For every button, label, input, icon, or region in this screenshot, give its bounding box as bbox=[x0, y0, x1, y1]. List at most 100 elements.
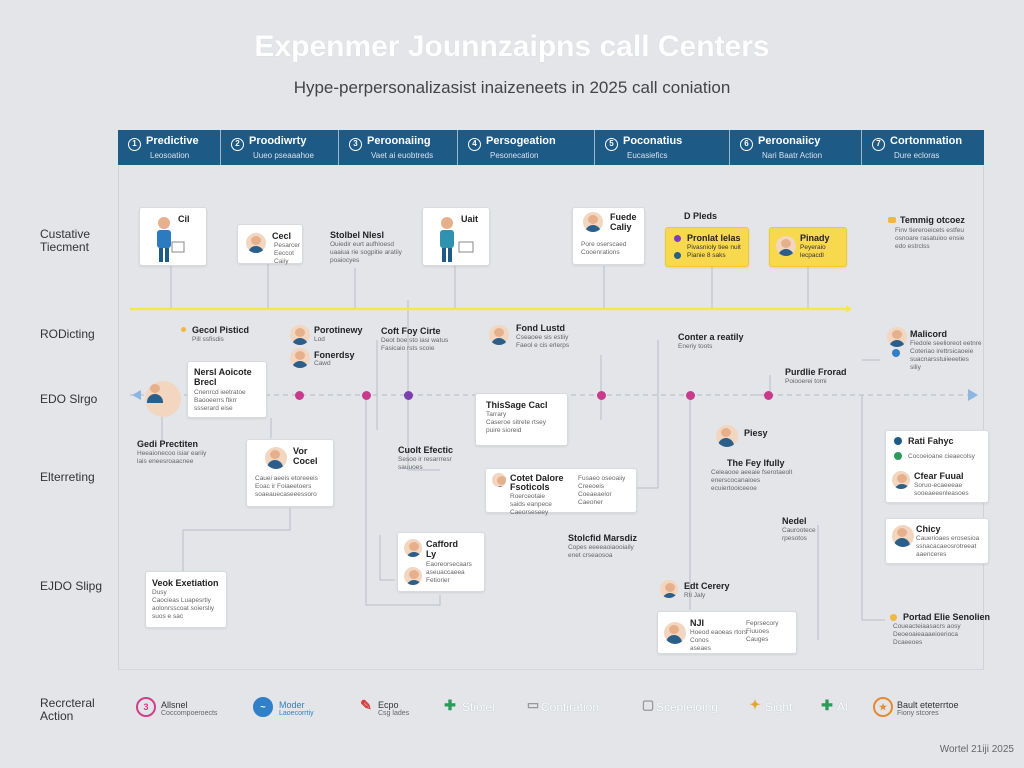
timeline-dot[interactable] bbox=[764, 391, 773, 400]
card-title: Fuede Caliy bbox=[610, 212, 637, 232]
action-item-8[interactable]: ✚ Al bbox=[817, 697, 862, 719]
timeline-dot[interactable] bbox=[404, 391, 413, 400]
action-item-9[interactable]: ★ Bault eteterrtoe Fiony stcores bbox=[873, 697, 983, 719]
card-this-stage[interactable]: ThisSage Cacl Tarrary Caseroe sitrete rt… bbox=[475, 393, 568, 446]
note-text: Rti Jaly bbox=[684, 592, 706, 599]
card-agent-1[interactable]: Cil bbox=[139, 207, 207, 266]
card-title: Cfear Fuual bbox=[914, 471, 964, 481]
card-title: ThisSage Cacl bbox=[486, 400, 548, 410]
phase-label: Peroonaiicy bbox=[758, 135, 821, 147]
row-label: EJDO Slipg bbox=[40, 579, 103, 593]
avatar bbox=[404, 567, 422, 585]
card-text: Peyeraio lecpacdl bbox=[800, 244, 826, 259]
card-fuede[interactable]: Fuede Caliy Pore oserscaed Cooenrations bbox=[572, 207, 645, 265]
card-rati-fahyc[interactable]: Rati Fahyc Cocoeioane cieaecolsy Cfear F… bbox=[885, 430, 989, 503]
card-veok-execution[interactable]: Veok Exetiation Dusy Caocieas Luapesrtiy… bbox=[145, 571, 227, 628]
leaf-icon: ✚ bbox=[444, 697, 456, 713]
phase-label: Predictive bbox=[146, 135, 199, 147]
note-text: Ceieaooe aeeaie fserotaeolt enerscocanai… bbox=[711, 469, 793, 492]
avatar bbox=[246, 233, 266, 253]
action-title: Contiration bbox=[541, 700, 600, 714]
note-text: Ouiedir eurt aufhloesd uaaiua rie sogpit… bbox=[330, 241, 402, 264]
action-title: Ecpo bbox=[378, 700, 399, 710]
timeline-dot[interactable] bbox=[295, 391, 304, 400]
action-sub: Fiony stcores bbox=[897, 710, 939, 717]
phase-1-icon: 1 bbox=[128, 138, 141, 151]
agent-illustration-icon bbox=[440, 217, 474, 262]
note-title: Gedi Prectiten bbox=[137, 439, 199, 449]
card-title: Vor Cocel bbox=[293, 446, 318, 466]
star-icon: ★ bbox=[873, 697, 893, 717]
action-title: Al bbox=[837, 700, 848, 714]
action-item-1[interactable]: 3 Allsnel Coccompoeroects bbox=[136, 697, 236, 719]
action-item-7[interactable]: ✦ Sight bbox=[745, 697, 805, 719]
action-title: Sight bbox=[765, 700, 793, 714]
note-text: Poiooerei tomi bbox=[785, 378, 827, 385]
card-title: Veok Exetiation bbox=[152, 578, 219, 588]
avatar bbox=[716, 425, 738, 447]
note-title: Stolbel Nlesl bbox=[330, 230, 385, 240]
card-nji[interactable]: NJI Hoeod eaoeas rtors Conos aseaes Fepr… bbox=[657, 611, 797, 654]
note-title: Coft Foy Cirte bbox=[381, 326, 441, 336]
page-title: Expenmer Jounnzaipns call Centers bbox=[254, 30, 770, 63]
sparkle-icon: ✦ bbox=[749, 697, 761, 712]
card-highlight-2[interactable]: Pinady Peyeraio lecpacdl bbox=[769, 227, 847, 267]
action-item-5[interactable]: ▭ Contiration bbox=[523, 697, 623, 719]
card-agent-2[interactable]: Uait bbox=[422, 207, 490, 266]
info-icon bbox=[894, 437, 902, 445]
card-text: Eaoreorsecaars aseuaccaeea Fetiorier bbox=[426, 561, 472, 584]
note-text: Sesoo ir resarrresr sauuoes bbox=[398, 456, 452, 471]
card-chicy[interactable]: Chicy Cauerioaes erosesioa ssnacacaeosro… bbox=[885, 518, 989, 564]
card-title: Pronlat lelas bbox=[687, 233, 741, 243]
action-item-4[interactable]: ✚ Stiolel bbox=[440, 697, 510, 719]
action-title: Scepleloing bbox=[656, 700, 719, 714]
timeline-dot[interactable] bbox=[362, 391, 371, 400]
phase-5-icon: 5 bbox=[605, 138, 618, 151]
note-title: Edt Cerery bbox=[684, 581, 730, 591]
chat-icon: ▭ bbox=[526, 697, 540, 712]
row-label: RODicting bbox=[40, 327, 95, 341]
note-title: Temmig otcoez bbox=[900, 215, 965, 225]
action-item-6[interactable]: ▢ Scepleloing bbox=[638, 697, 738, 719]
action-sub: Laoecorrtiy bbox=[279, 710, 314, 717]
phase-label: Cortonmation bbox=[890, 135, 963, 147]
card-text: Soruo-ecaeeeae sooeaeeenleasoes bbox=[914, 482, 969, 497]
card-highlight-1[interactable]: Pronlat lelas Pivasnioly tiee nuit Piani… bbox=[665, 227, 749, 267]
card-title: Rati Fahyc bbox=[908, 436, 954, 446]
card-neural-action[interactable]: Nersl Aoicote Brecl Cnenrcd ieetratoe Ba… bbox=[187, 361, 267, 418]
note-title: The Fey Ifully bbox=[727, 458, 785, 468]
note-text: Fiedole seelioreot eetnre Coteriao irett… bbox=[910, 340, 982, 371]
note-title: Cuolt Efectic bbox=[398, 445, 454, 455]
note-text: Lod bbox=[314, 336, 325, 343]
card-cafford[interactable]: Cafford Ly Eaoreorsecaars aseuaccaeea Fe… bbox=[397, 532, 485, 592]
note-text: Caurootece rpesotos bbox=[782, 527, 816, 542]
note-title: Fond Lustd bbox=[516, 323, 565, 333]
note-title: Purdlie Frorad bbox=[785, 367, 847, 377]
card-vor-cocel[interactable]: Vor Cocel Cauei aeeis etoreeeis Eoac ir … bbox=[246, 439, 334, 507]
note-text: Eneriy toots bbox=[678, 343, 713, 350]
note-text: Coueacteiaasacrs aosy Deoeoaieaaaeioerio… bbox=[893, 623, 961, 646]
action-item-3[interactable]: ✎ Ecpo Csg lades bbox=[356, 697, 426, 719]
note-title: D Pleds bbox=[684, 211, 718, 221]
card-cecl[interactable]: Cecl Pesarcer Eeccot Caiiy bbox=[237, 224, 303, 265]
phase-sub: Nari Baatr Action bbox=[762, 151, 823, 160]
timeline-dot[interactable] bbox=[686, 391, 695, 400]
avatar bbox=[404, 539, 422, 557]
action-item-2[interactable]: ~ Moder Laoecorrtiy bbox=[253, 697, 343, 719]
avatar bbox=[664, 622, 686, 644]
note-text: Heeaionecoo isiar eariiy lais eneesroaac… bbox=[137, 450, 207, 465]
card-cotet-dalore[interactable]: Cotet Dalore Fsoticols Roerceotaie saids… bbox=[485, 468, 637, 516]
card-text: Cauerioaes erosesioa ssnacacaeosrotreeat… bbox=[916, 535, 980, 558]
bullet-icon bbox=[674, 252, 681, 259]
avatar bbox=[265, 447, 287, 469]
timeline-dot[interactable] bbox=[597, 391, 606, 400]
avatar bbox=[892, 471, 910, 489]
card-text: Hoeod eaoeas rtors Conos aseaes bbox=[690, 629, 748, 652]
